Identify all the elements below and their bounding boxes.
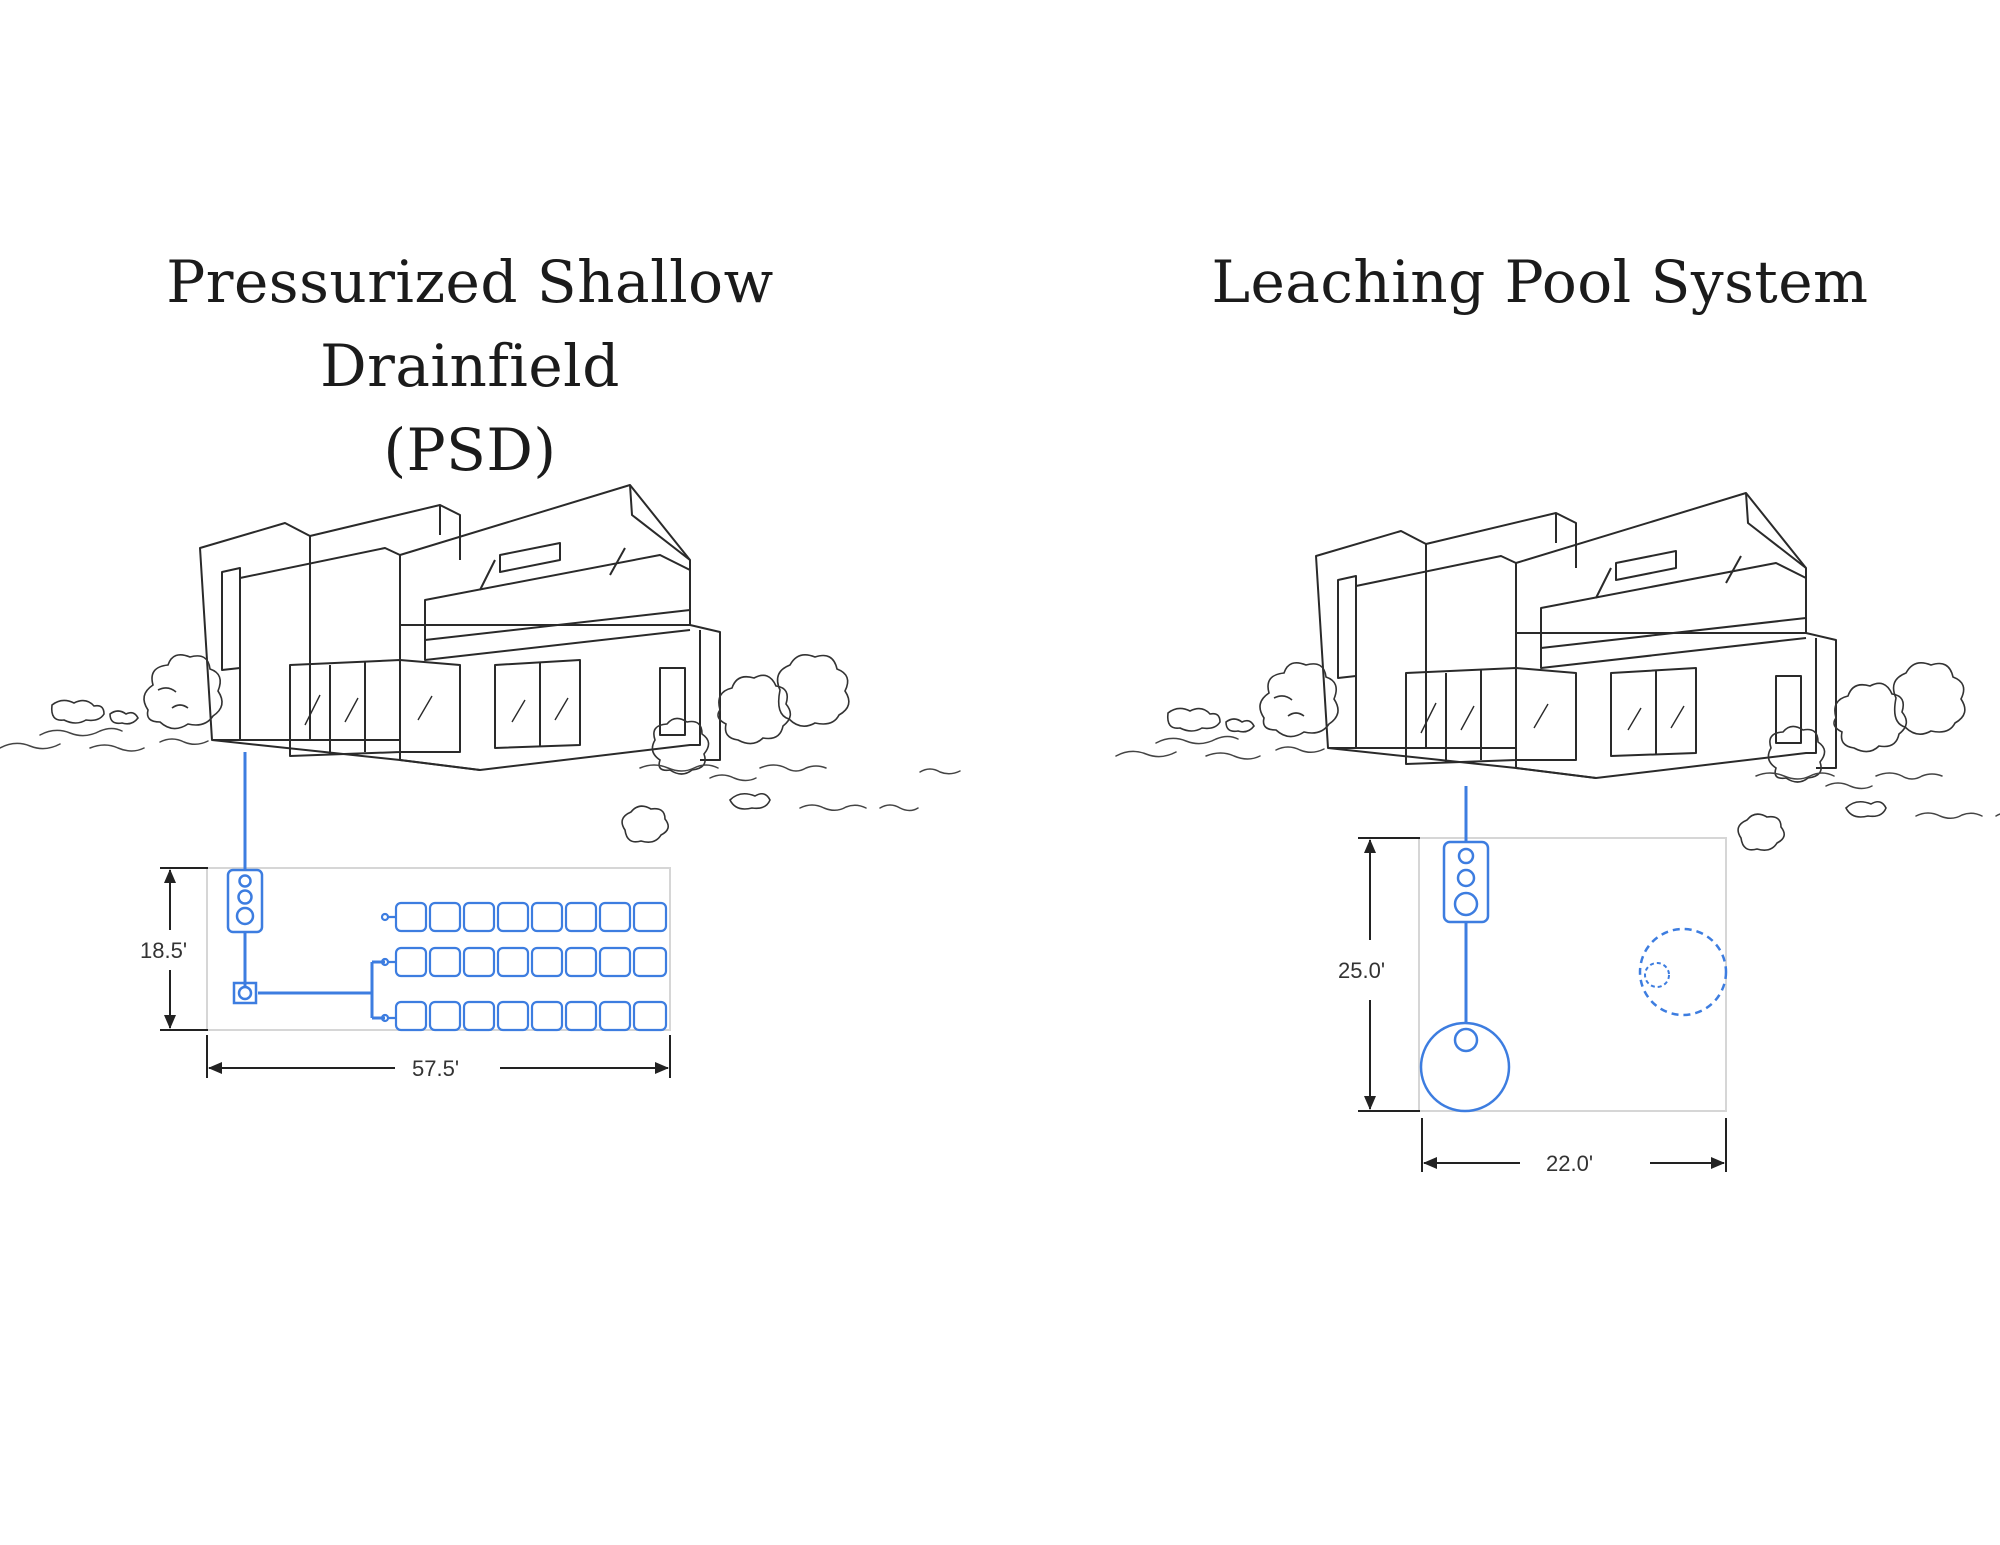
- psd-pump-chamber: [232, 981, 258, 1005]
- leaching-septic-tank: [1442, 840, 1490, 924]
- leaching-expansion-pool: [1638, 927, 1728, 1017]
- psd-width-dimension: [206, 1035, 671, 1078]
- leaching-title: Leaching Pool System: [1120, 240, 1960, 324]
- psd-house-sketch: [0, 484, 961, 844]
- psd-width-label: 57.5': [412, 1056, 459, 1081]
- leaching-width-dimension: [1421, 1118, 1727, 1172]
- leaching-title-line1: Leaching Pool System: [1211, 248, 1869, 316]
- psd-panel: 18.5' 57.5': [0, 484, 961, 1081]
- psd-septic-tank: [226, 868, 264, 934]
- psd-title-line1: Pressurized Shallow Drainfield: [166, 248, 774, 400]
- leaching-pool: [1419, 1021, 1511, 1113]
- leaching-height-label: 25.0': [1338, 958, 1385, 983]
- psd-pipe-network: [243, 752, 385, 1020]
- psd-height-dimension: [160, 867, 208, 1031]
- psd-title-line2: (PSD): [383, 416, 557, 484]
- leaching-height-dimension: [1358, 837, 1420, 1112]
- psd-drain-chambers: [380, 901, 668, 1032]
- leaching-panel: 25.0' 22.0': [1115, 492, 2000, 1176]
- psd-title: Pressurized Shallow Drainfield (PSD): [60, 240, 880, 492]
- leaching-house-sketch: [1115, 492, 2000, 852]
- psd-height-label: 18.5': [140, 938, 187, 963]
- leaching-width-label: 22.0': [1546, 1151, 1593, 1176]
